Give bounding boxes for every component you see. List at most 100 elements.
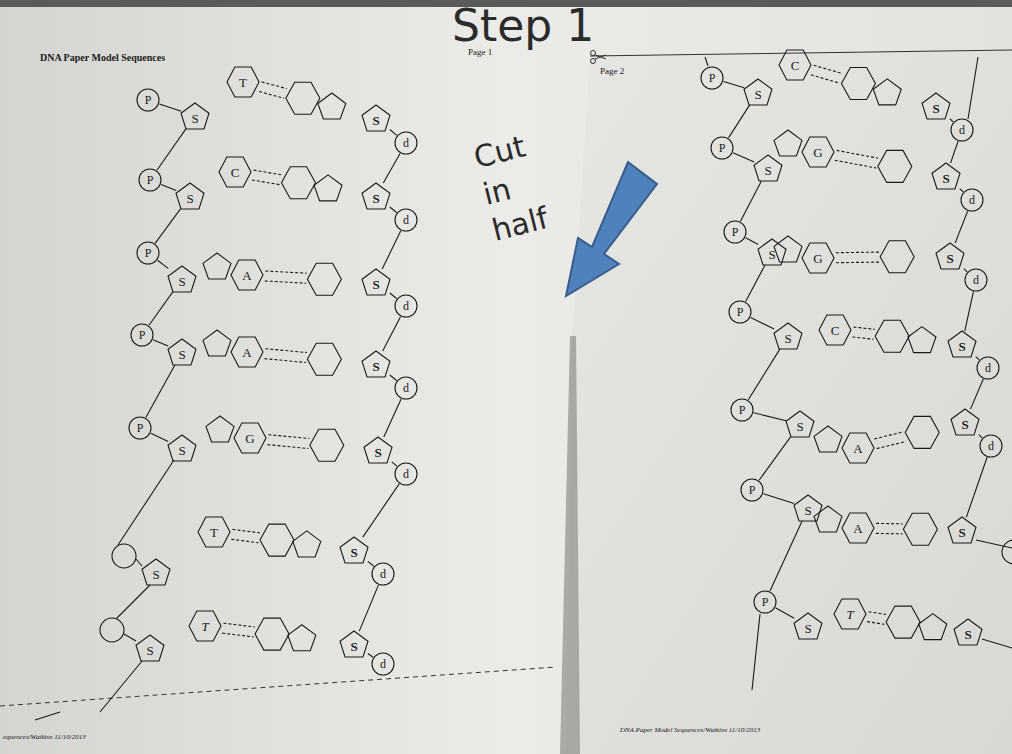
hydrogen-bond bbox=[265, 349, 307, 353]
right-sheet bbox=[566, 50, 1012, 754]
bond-line bbox=[159, 104, 181, 111]
node-outline bbox=[136, 635, 164, 661]
bond-line bbox=[161, 185, 176, 191]
node-letter: S bbox=[935, 252, 965, 265]
circle-group: d bbox=[976, 356, 1000, 380]
bond-line bbox=[964, 269, 967, 272]
partner-hexagon bbox=[905, 416, 939, 448]
node-letter: C bbox=[778, 59, 812, 72]
node-letter: A bbox=[230, 269, 264, 282]
hydrogen-bond bbox=[867, 622, 885, 625]
ring-pentagon bbox=[203, 330, 231, 356]
sheet-title: DNA Paper Model Sequences bbox=[40, 52, 165, 63]
hydrogen-bond bbox=[876, 523, 902, 525]
node-letter: P bbox=[700, 72, 724, 84]
bond-line bbox=[733, 153, 754, 162]
ring-pentagon bbox=[774, 130, 802, 156]
node-letter: S bbox=[167, 348, 197, 361]
bond-line bbox=[965, 292, 974, 331]
node-outline bbox=[362, 183, 390, 209]
node-letter: d bbox=[394, 468, 418, 480]
sugar-pentagon: S bbox=[167, 434, 197, 462]
bond-line bbox=[155, 209, 180, 243]
bond-line bbox=[390, 207, 397, 213]
bond-line bbox=[146, 365, 175, 418]
hydrogen-bond bbox=[836, 252, 879, 254]
bond-line bbox=[383, 153, 400, 183]
bond-line bbox=[955, 211, 968, 243]
hydrogen-bond bbox=[223, 623, 254, 627]
backbone-line bbox=[752, 614, 760, 690]
hydrogen-bond bbox=[232, 529, 259, 533]
node-letter: S bbox=[785, 420, 815, 433]
backbone-line bbox=[976, 540, 1012, 548]
node-letter: S bbox=[773, 332, 803, 345]
partner-hexagon bbox=[880, 241, 914, 273]
node-letter: S bbox=[757, 248, 787, 261]
backbone-line bbox=[118, 460, 174, 545]
page-label: Page 1 bbox=[468, 47, 492, 57]
node-letter: G bbox=[801, 146, 835, 159]
node-outline bbox=[395, 132, 417, 154]
node-letter: G bbox=[801, 252, 835, 265]
hydrogen-bond bbox=[852, 337, 873, 339]
sugar-pentagon: S bbox=[167, 338, 197, 366]
node-outline bbox=[142, 559, 170, 585]
circle-group: d bbox=[394, 376, 418, 400]
base-hexagon: T bbox=[833, 598, 867, 630]
base-hexagon: G bbox=[233, 422, 267, 454]
circle-group: P bbox=[728, 300, 752, 324]
bond-line bbox=[390, 130, 397, 136]
bond-line bbox=[770, 521, 802, 591]
hydrogen-bond bbox=[231, 539, 258, 543]
partner-hexagon bbox=[281, 167, 315, 199]
node-outline bbox=[181, 103, 209, 129]
hydrogen-bond bbox=[853, 327, 874, 329]
bond-line bbox=[383, 317, 401, 351]
ring-pentagon bbox=[318, 93, 346, 119]
node-letter: S bbox=[950, 418, 980, 431]
bond-line bbox=[153, 340, 168, 346]
base-hexagon: C bbox=[218, 156, 252, 188]
node-outline bbox=[794, 495, 822, 521]
node-outline bbox=[731, 399, 753, 421]
circle-group: d bbox=[394, 462, 418, 486]
node-letter: d bbox=[371, 568, 395, 580]
bond-line bbox=[158, 260, 169, 268]
sugar-pentagon: S bbox=[175, 182, 205, 210]
node-outline bbox=[340, 537, 368, 563]
backbone-line bbox=[124, 634, 136, 641]
node-outline bbox=[729, 301, 751, 323]
base-hexagon: C bbox=[778, 49, 812, 81]
node-letter: d bbox=[394, 382, 418, 394]
partner-hexagon bbox=[878, 150, 912, 182]
node-outline bbox=[786, 411, 814, 437]
node-letter: S bbox=[793, 504, 823, 517]
base-hexagon: A bbox=[230, 259, 264, 291]
node-letter: P bbox=[128, 422, 152, 434]
hydrogen-bond bbox=[837, 150, 878, 158]
node-outline bbox=[364, 437, 392, 463]
node-outline bbox=[395, 377, 417, 399]
node-letter: T bbox=[833, 608, 867, 621]
bond-line bbox=[359, 585, 378, 631]
node-outline bbox=[842, 513, 874, 543]
node-outline bbox=[754, 591, 776, 613]
sugar-pentagon: S bbox=[743, 78, 773, 106]
sugar-pentagon: S bbox=[931, 162, 961, 190]
node-outline bbox=[774, 323, 802, 349]
bond-line bbox=[392, 462, 397, 466]
node-outline bbox=[395, 209, 417, 231]
node-letter: S bbox=[167, 444, 197, 457]
partner-hexagon bbox=[841, 67, 875, 99]
sugar-pentagon: S bbox=[947, 516, 977, 544]
node-outline bbox=[219, 157, 251, 187]
hydrogen-bond bbox=[869, 612, 887, 615]
ring-pentagon bbox=[314, 175, 342, 201]
sugar-pentagon: S bbox=[361, 182, 391, 210]
base-hexagon: A bbox=[230, 336, 264, 368]
bond-line bbox=[751, 317, 775, 329]
node-outline bbox=[231, 260, 263, 290]
circle-group: d bbox=[394, 294, 418, 318]
